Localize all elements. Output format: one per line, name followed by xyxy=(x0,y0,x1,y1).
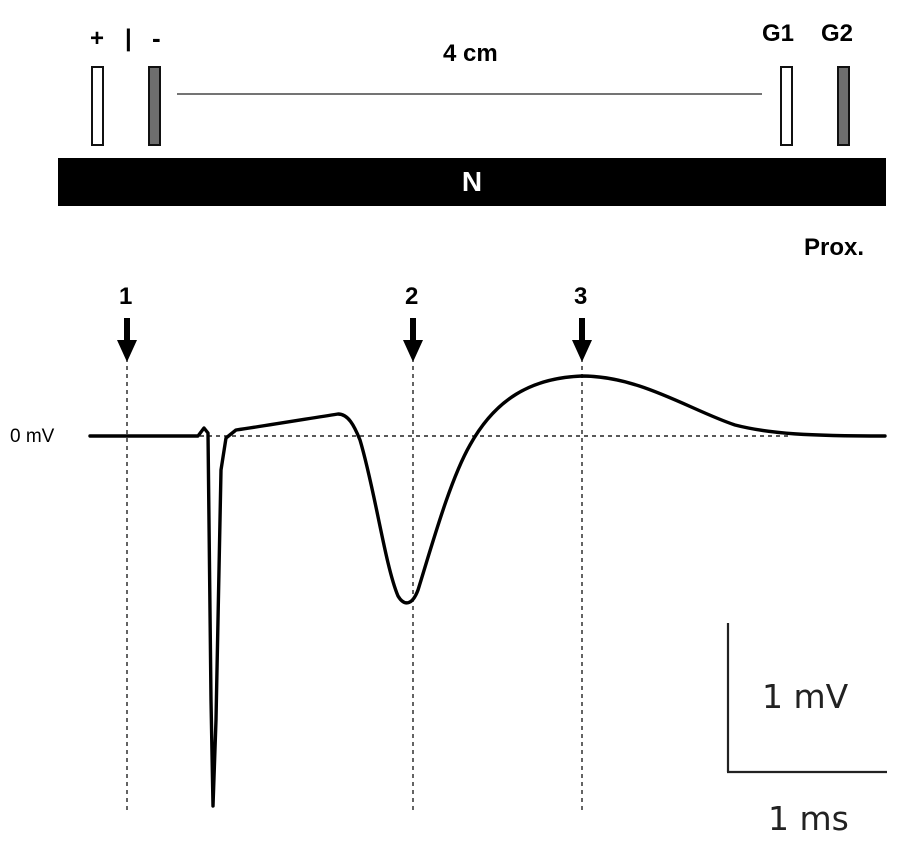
marker-label-3: 3 xyxy=(574,283,588,310)
time-scale-label: 1 ms xyxy=(768,799,849,838)
stimulating-anode-label: + xyxy=(90,25,105,52)
stimulating-anode-electrode xyxy=(91,66,104,146)
distance-label: 4 cm xyxy=(443,40,498,67)
g2-electrode xyxy=(837,66,850,146)
marker-arrow-2-icon xyxy=(403,318,423,362)
marker-arrow-1-icon xyxy=(117,318,137,362)
g1-electrode xyxy=(780,66,793,146)
g2-label: G2 xyxy=(821,20,854,47)
g1-label: G1 xyxy=(762,20,795,47)
marker-label-2: 2 xyxy=(405,283,419,310)
nerve-bar: N xyxy=(58,158,886,206)
stimulating-cathode-electrode xyxy=(148,66,161,146)
recorded-waveform-trace xyxy=(88,374,887,808)
marker-arrow-3-icon xyxy=(572,318,592,362)
nerve-label: N xyxy=(461,166,483,197)
stimulating-cathode-label: - xyxy=(152,23,161,53)
baseline-label: 0 mV xyxy=(10,426,55,447)
marker-label-1: 1 xyxy=(119,283,133,310)
amplitude-scale-label: 1 mV xyxy=(762,677,849,716)
scale-bar xyxy=(726,623,887,774)
proximal-direction-label: Prox. xyxy=(804,234,865,261)
stimulating-separator-label: | xyxy=(125,25,132,52)
